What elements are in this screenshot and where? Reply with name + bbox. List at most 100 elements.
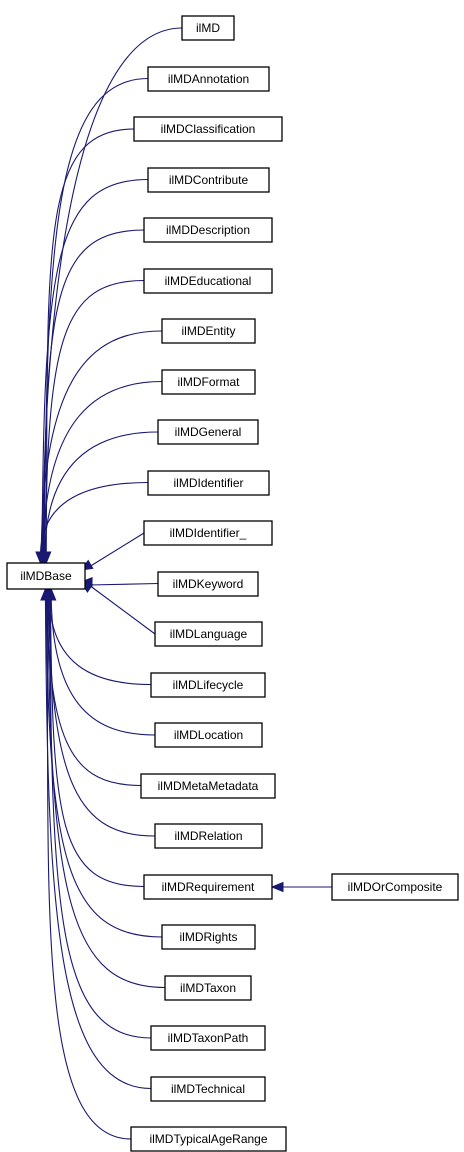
- node-ilmdeducational-box: [143, 268, 273, 294]
- edge-ilmdtechnical: [44, 598, 152, 1090]
- node-ilmdeducational-label: ilMDEducational: [165, 274, 252, 288]
- node-ilmdrights-box: [161, 924, 256, 950]
- edge-ilmdlocation: [50, 598, 156, 736]
- edge-ilmdrelation: [48, 598, 156, 837]
- edge-ilmdrights: [45, 598, 163, 938]
- node-ilmdclassification-box: [133, 116, 283, 142]
- node-ilmdtaxonpath[interactable]: ilMDTaxonPath: [150, 1025, 266, 1051]
- edge-ilmdidentifier-arrowhead: [35, 551, 46, 565]
- node-ilmdgeneral[interactable]: ilMDGeneral: [157, 419, 259, 445]
- edge-ilmdlanguage: [88, 584, 156, 635]
- node-ilmdcontribute-box: [147, 167, 270, 193]
- node-ilmdtypicalagerange[interactable]: ilMDTypicalAgeRange: [130, 1126, 287, 1152]
- node-ilmdorcomposite-box: [331, 873, 459, 901]
- node-ilmdbase-box: [6, 562, 86, 590]
- node-ilmdorcomposite-label: ilMDOrComposite: [348, 880, 443, 894]
- edge-ilmdidentifier-underscore: [88, 532, 145, 568]
- node-ilmdtaxonpath-box: [150, 1025, 266, 1051]
- node-ilmdgeneral-label: ilMDGeneral: [175, 425, 242, 439]
- node-ilmdannotation-box: [147, 66, 270, 92]
- node-ilmdidentifier-underscore-label: ilMDIdentifier_: [170, 526, 247, 540]
- node-ilmdrelation-box: [154, 823, 263, 849]
- node-ilmdidentifier-box: [147, 470, 270, 496]
- edge-ilmdformat: [42, 380, 163, 554]
- node-ilmdentity-label: ilMDEntity: [181, 324, 235, 338]
- node-ilmdtechnical-label: ilMDTechnical: [171, 1082, 245, 1096]
- node-ilmdrelation-label: ilMDRelation: [174, 829, 242, 843]
- edge-ilmdkeyword: [88, 582, 159, 586]
- node-ilmd-label: ilMD: [196, 21, 220, 35]
- node-ilmdtaxon[interactable]: ilMDTaxon: [164, 975, 252, 1001]
- node-ilmdlanguage[interactable]: ilMDLanguage: [154, 621, 263, 647]
- node-ilmdtaxon-label: ilMDTaxon: [180, 981, 236, 995]
- node-ilmdeducational[interactable]: ilMDEducational: [143, 268, 273, 294]
- edge-ilmdidentifier: [39, 481, 149, 554]
- class-nodes: ilMD ilMDAnnotation ilMDClassification ilMD…: [6, 15, 459, 1152]
- node-ilmdmetametadata[interactable]: ilMDMetaMetadata: [140, 773, 276, 799]
- node-ilmdlocation-label: ilMDLocation: [174, 728, 243, 742]
- node-ilmdcontribute[interactable]: ilMDContribute: [147, 167, 270, 193]
- node-ilmddescription-label: ilMDDescription: [166, 223, 250, 237]
- node-ilmdorcomposite[interactable]: ilMDOrComposite: [331, 873, 459, 901]
- node-ilmdidentifier[interactable]: ilMDIdentifier: [147, 470, 270, 496]
- node-ilmdtypicalagerange-label: ilMDTypicalAgeRange: [149, 1132, 267, 1146]
- edge-ilmdlifecycle: [48, 598, 152, 686]
- node-ilmdkeyword[interactable]: ilMDKeyword: [157, 571, 259, 597]
- node-ilmdbase[interactable]: ilMDBase: [6, 562, 86, 590]
- edge-ilmdentity: [40, 330, 163, 554]
- node-ilmdrelation[interactable]: ilMDRelation: [154, 823, 263, 849]
- edge-ilmdtaxonpath: [49, 598, 152, 1039]
- node-ilmdtypicalagerange-box: [130, 1126, 287, 1152]
- node-ilmdlanguage-box: [154, 621, 263, 647]
- node-ilmdbase-label: ilMDBase: [20, 569, 72, 583]
- node-ilmdrequirement[interactable]: ilMDRequirement: [143, 874, 273, 900]
- edge-ilmdorcomposite-arrowhead: [270, 881, 284, 893]
- node-ilmdlifecycle[interactable]: ilMDLifecycle: [150, 672, 266, 698]
- node-ilmdrequirement-box: [143, 874, 273, 900]
- node-ilmdkeyword-box: [157, 571, 259, 597]
- node-ilmddescription-box: [143, 217, 273, 243]
- node-ilmd-box: [181, 15, 235, 41]
- node-ilmdtechnical[interactable]: ilMDTechnical: [150, 1076, 266, 1102]
- node-ilmdtaxon-box: [164, 975, 252, 1001]
- node-ilmdrights[interactable]: ilMDRights: [161, 924, 256, 950]
- edge-ilmdclassification: [45, 128, 135, 554]
- node-ilmdtechnical-box: [150, 1076, 266, 1102]
- edge-ilmdtaxon: [47, 598, 166, 989]
- edge-ilmdrequirement: [49, 598, 145, 888]
- edge-ilmdtypicalagerange-arrowhead: [41, 587, 53, 601]
- node-ilmdannotation-label: ilMDAnnotation: [168, 72, 249, 86]
- node-ilmdformat-label: ilMDFormat: [178, 375, 241, 389]
- node-ilmdentity-box: [161, 318, 256, 344]
- node-ilmdformat-box: [161, 369, 256, 395]
- node-ilmdlanguage-label: ilMDLanguage: [170, 627, 248, 641]
- edge-ilmdtypicalagerange: [46, 598, 132, 1140]
- node-ilmdannotation[interactable]: ilMDAnnotation: [147, 66, 270, 92]
- node-ilmdidentifier-label: ilMDIdentifier: [173, 476, 243, 490]
- node-ilmdidentifier-underscore[interactable]: ilMDIdentifier_: [143, 520, 273, 546]
- edge-ilmdmetametadata: [46, 598, 142, 787]
- node-ilmdidentifier-underscore-box: [143, 520, 273, 546]
- node-ilmdlifecycle-box: [150, 672, 266, 698]
- node-ilmdentity[interactable]: ilMDEntity: [161, 318, 256, 344]
- edge-ilmddescription: [43, 229, 145, 554]
- edge-ilmdcontribute: [41, 178, 149, 554]
- node-ilmdrequirement-label: ilMDRequirement: [162, 880, 255, 894]
- node-ilmdmetametadata-box: [140, 773, 276, 799]
- node-ilmdtaxonpath-label: ilMDTaxonPath: [168, 1031, 249, 1045]
- node-ilmdgeneral-box: [157, 419, 259, 445]
- inheritance-edges: [35, 27, 332, 1140]
- node-ilmdrights-label: ilMDRights: [179, 930, 237, 944]
- node-ilmdclassification[interactable]: ilMDClassification: [133, 116, 283, 142]
- edge-ilmdeducational: [44, 279, 145, 554]
- node-ilmdlocation-box: [154, 722, 263, 748]
- node-ilmdformat[interactable]: ilMDFormat: [161, 369, 256, 395]
- node-ilmdcontribute-label: ilMDContribute: [169, 173, 249, 187]
- node-ilmdmetametadata-label: ilMDMetaMetadata: [158, 779, 259, 793]
- node-ilmdlocation[interactable]: ilMDLocation: [154, 722, 263, 748]
- node-ilmdlifecycle-label: ilMDLifecycle: [173, 678, 244, 692]
- node-ilmdclassification-label: ilMDClassification: [161, 122, 256, 136]
- node-ilmddescription[interactable]: ilMDDescription: [143, 217, 273, 243]
- node-ilmd[interactable]: ilMD: [181, 15, 235, 41]
